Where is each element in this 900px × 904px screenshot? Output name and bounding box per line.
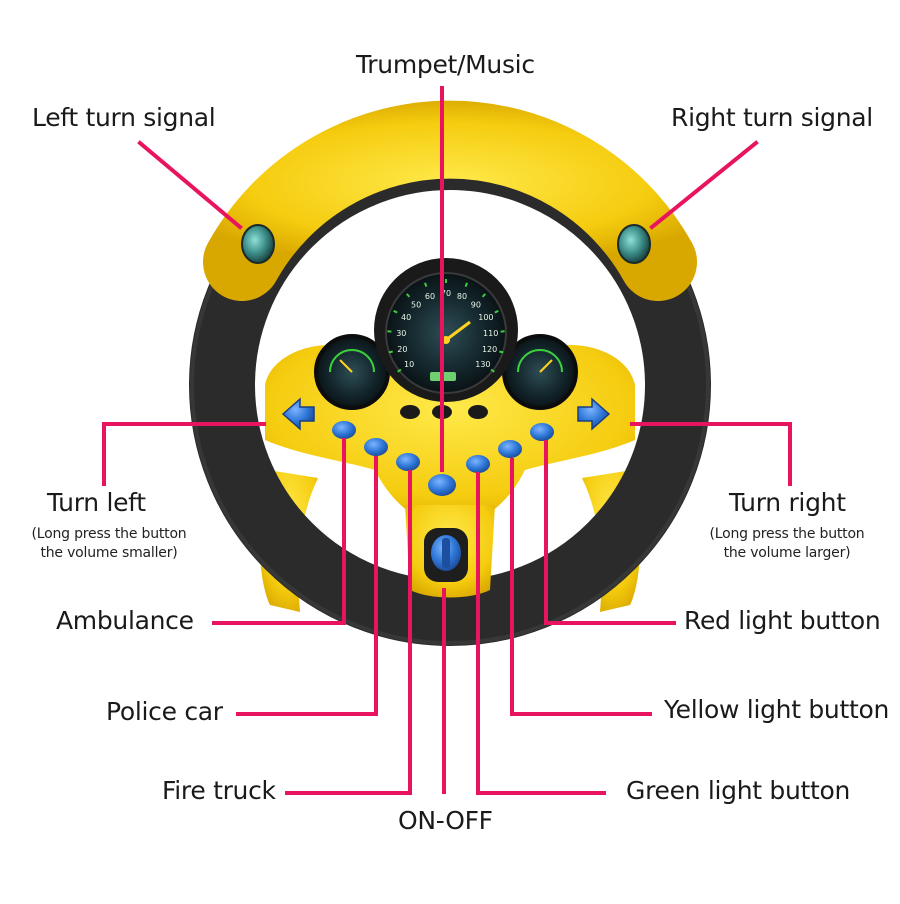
speedometer-tick-mark-60 (425, 283, 426, 287)
speedometer-tick-mark-80 (466, 283, 467, 287)
label-left-turn-signal: Left turn signal (32, 103, 215, 132)
fire-truck-button[interactable] (396, 453, 420, 471)
note-turn-right-line-2: the volume larger) (692, 544, 882, 563)
label-green-light-button: Green light button (626, 776, 850, 805)
trumpet-music-button[interactable] (428, 474, 456, 496)
right-turn-signal-light[interactable] (618, 225, 650, 263)
note-turn-left-line-1: (Long press the button (14, 525, 204, 544)
speedometer-tick-20: 20 (397, 345, 407, 354)
speedometer-tick-130: 130 (475, 360, 490, 369)
leader-left-turn-signal (140, 143, 240, 227)
left-turn-signal-light[interactable] (242, 225, 274, 263)
note-turn-right-line-1: (Long press the button (692, 525, 882, 544)
on-off-knob-grip (442, 538, 450, 568)
note-turn-right: (Long press the button the volume larger… (692, 525, 882, 563)
label-on-off: ON-OFF (398, 806, 493, 835)
label-trumpet-music: Trumpet/Music (356, 50, 535, 79)
speedometer-tick-10: 10 (404, 360, 414, 369)
speedometer-tick-40: 40 (401, 313, 411, 322)
label-fire-truck: Fire truck (162, 776, 276, 805)
speedometer-tick-90: 90 (471, 300, 481, 309)
leader-right-turn-signal (652, 143, 756, 227)
speedometer-tick-110: 110 (483, 329, 498, 338)
label-turn-left: Turn left (47, 488, 146, 517)
speedometer-tick-30: 30 (396, 329, 406, 338)
yellow-light-button[interactable] (498, 440, 522, 458)
speedometer-tick-80: 80 (457, 292, 467, 301)
label-yellow-light-button: Yellow light button (664, 695, 889, 724)
speedometer-tick-60: 60 (425, 292, 435, 301)
note-turn-left-line-2: the volume smaller) (14, 544, 204, 563)
green-light-button[interactable] (466, 455, 490, 473)
ambulance-button[interactable] (332, 421, 356, 439)
speedometer-tick-mark-20 (389, 352, 393, 353)
small-black-button-3[interactable] (468, 405, 488, 419)
label-ambulance: Ambulance (56, 606, 194, 635)
small-black-button-1[interactable] (400, 405, 420, 419)
speedometer-tick-mark-120 (499, 352, 503, 353)
note-turn-left: (Long press the button the volume smalle… (14, 525, 204, 563)
police-car-button[interactable] (364, 438, 388, 456)
speedometer-tick-100: 100 (478, 313, 493, 322)
speedometer-tick-50: 50 (411, 300, 421, 309)
label-red-light-button: Red light button (684, 606, 880, 635)
speedometer-tick-120: 120 (482, 345, 497, 354)
red-light-button[interactable] (530, 423, 554, 441)
label-turn-right: Turn right (729, 488, 846, 517)
label-police-car: Police car (106, 697, 223, 726)
label-right-turn-signal: Right turn signal (671, 103, 873, 132)
